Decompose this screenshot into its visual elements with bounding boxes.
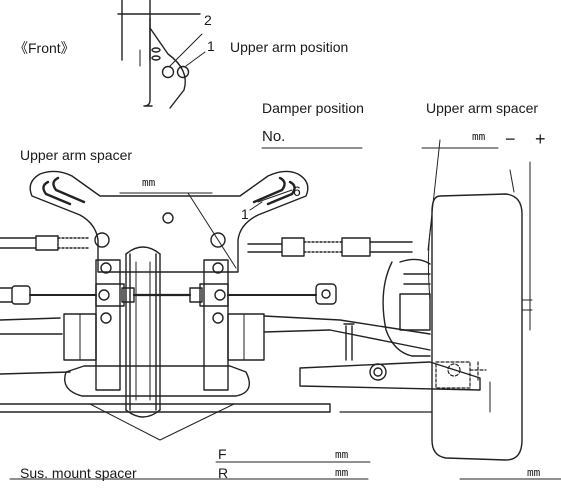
hole-2-number: 2 (204, 12, 212, 28)
front-spacer-unit: mm (335, 448, 349, 461)
left-links (0, 235, 97, 305)
upper-arm-position-label: Upper arm position (230, 39, 349, 55)
damper-number-label: No. (262, 128, 286, 145)
wheel-spacer-unit: mm (527, 466, 541, 479)
upper-arm-spacer-right-label: Upper arm spacer (426, 100, 539, 116)
upper-arm-spacer-left-label: Upper arm spacer (20, 147, 133, 163)
damper-tower (29, 170, 309, 273)
upper-arm-spacer-right-unit: mm (472, 130, 486, 143)
rear-spacer-unit: mm (335, 466, 349, 479)
right-links (247, 237, 413, 305)
wheel (427, 193, 533, 461)
blank-lines (9, 13, 561, 480)
tower-hole-6-number: 6 (293, 183, 301, 199)
upper-arm-hole-1 (176, 65, 190, 79)
front-spacer-letter: F (218, 446, 227, 462)
pivot-detail (435, 361, 487, 389)
damper-mount-left (94, 232, 110, 248)
spacer-plus-sign: + (535, 129, 546, 149)
front-inset-upper-arm (117, 0, 206, 109)
rear-spacer-letter: R (218, 465, 229, 481)
upper-arm-hole-2 (161, 65, 175, 79)
sus-mount-spacer-label: Sus. mount spacer (20, 465, 137, 481)
hole-1-number: 1 (207, 38, 215, 54)
upper-arm-spacer-left-unit: mm (142, 176, 156, 189)
tower-hole-1-number: 1 (241, 206, 249, 222)
center-drivetrain (63, 246, 317, 418)
spacer-minus-sign: − (505, 129, 516, 149)
front-label: 《Front》 (14, 40, 75, 56)
damper-position-label: Damper position (262, 100, 364, 116)
lower-arm-chassis (0, 315, 481, 413)
damper-mount-right (210, 232, 226, 248)
